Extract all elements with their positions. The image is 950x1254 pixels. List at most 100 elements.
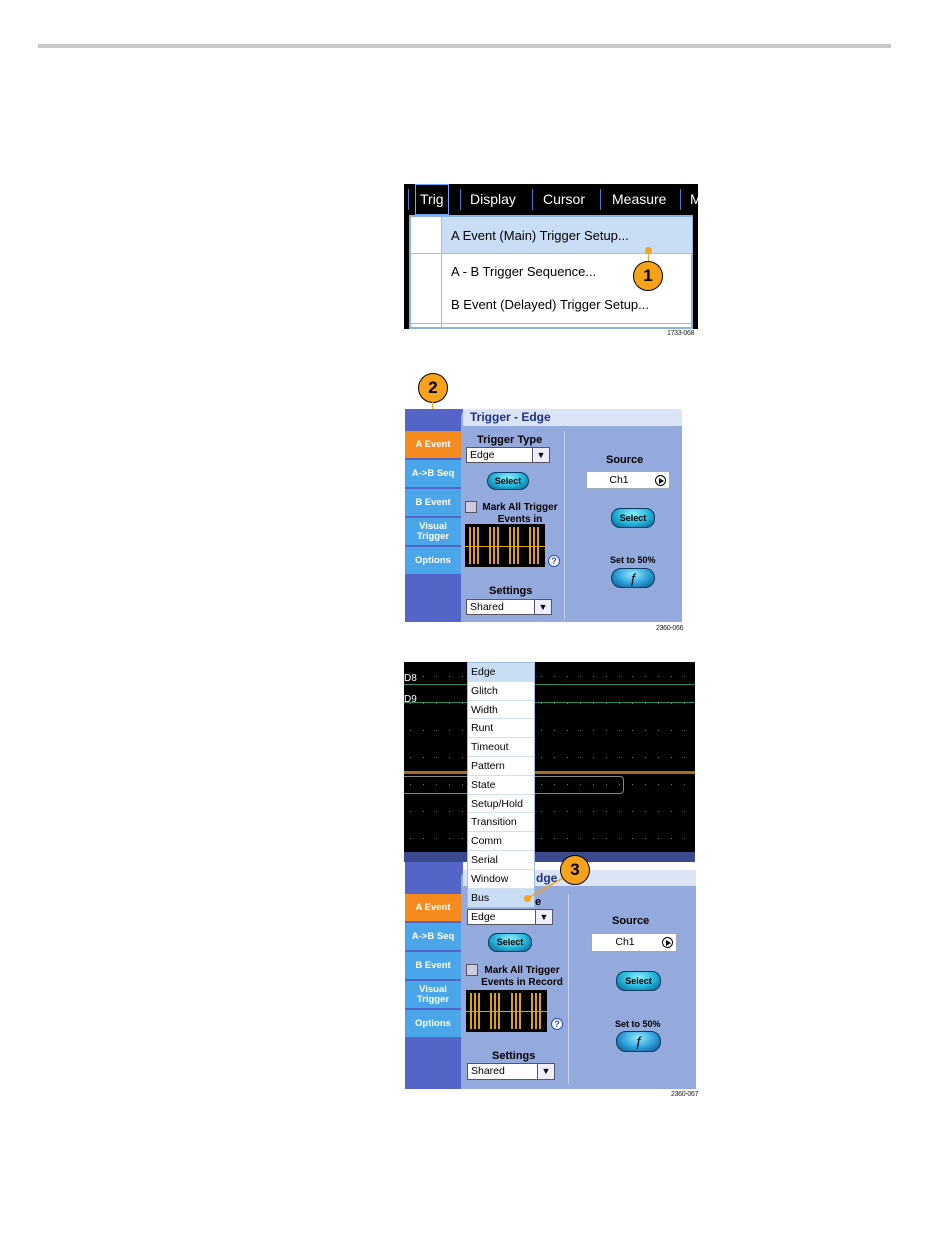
set-to-50-button[interactable]: ƒ	[616, 1031, 661, 1052]
grid-dot	[541, 730, 542, 731]
tab-options[interactable]: Options	[405, 547, 461, 574]
grid-dot	[580, 784, 581, 785]
option-width[interactable]: Width	[468, 701, 534, 720]
grid-dot	[541, 838, 542, 839]
grid-dot	[593, 838, 594, 839]
tab-visual-trigger[interactable]: Visual Trigger	[405, 981, 461, 1008]
menu-m[interactable]: M	[690, 184, 698, 215]
settings-combo[interactable]: Shared▼	[466, 599, 552, 615]
wave-pulse	[469, 527, 471, 564]
grid-dot	[580, 730, 581, 731]
tab-label: A->B Seq	[411, 930, 455, 942]
grid-dot	[684, 703, 685, 704]
trigger-type-select-button[interactable]: Select	[487, 472, 529, 490]
grid-dot	[671, 703, 672, 704]
wave-pulse	[489, 527, 491, 564]
tab-a-event[interactable]: A Event	[405, 894, 461, 921]
panel-divider	[564, 431, 565, 619]
grid-dot	[658, 730, 659, 731]
help-icon[interactable]: ?	[551, 1018, 563, 1030]
title-fragment: dge	[536, 871, 558, 885]
mark-all-label: Mark All Trigger Events in Record	[481, 965, 563, 988]
grid-dot	[423, 757, 424, 758]
menu-item-ab-sequence[interactable]: A - B Trigger Sequence...	[451, 264, 597, 279]
grid-dot	[449, 784, 450, 785]
tab-b-event[interactable]: B Event	[405, 952, 461, 979]
grid-dot	[449, 703, 450, 704]
menu-item-b-event-setup[interactable]: B Event (Delayed) Trigger Setup...	[451, 297, 649, 312]
grid-dot	[554, 757, 555, 758]
dropdown-gutter	[411, 217, 442, 327]
waveform-thumbnail	[465, 524, 545, 567]
grid-dot	[541, 676, 542, 677]
menu-cursor[interactable]: Cursor	[543, 184, 585, 215]
help-icon[interactable]: ?	[548, 555, 560, 567]
grid-dot	[606, 703, 607, 704]
settings-combo[interactable]: Shared▼	[467, 1063, 555, 1080]
grid-dot	[410, 811, 411, 812]
option-serial[interactable]: Serial	[468, 851, 534, 870]
tab-label: B Event	[415, 959, 451, 971]
grid-dot	[462, 784, 463, 785]
option-setup-hold[interactable]: Setup/Hold	[468, 795, 534, 814]
trigger-type-combo[interactable]: Edge▼	[467, 909, 553, 925]
tab-ab-seq[interactable]: A->B Seq	[405, 460, 461, 487]
grid-dot	[580, 838, 581, 839]
panel-divider	[568, 894, 569, 1084]
option-timeout[interactable]: Timeout	[468, 738, 534, 757]
grid-dot	[593, 811, 594, 812]
source-field[interactable]: Ch1	[591, 933, 677, 952]
source-select-button[interactable]: Select	[611, 508, 655, 528]
trigger-type-select-button[interactable]: Select	[488, 933, 532, 952]
grid-dot	[606, 757, 607, 758]
trigger-edge-panel: A Event A->B Seq B Event Visual Trigger …	[405, 409, 682, 622]
tab-b-event[interactable]: B Event	[405, 489, 461, 516]
tab-ab-seq[interactable]: A->B Seq	[405, 923, 461, 950]
source-label: Source	[606, 454, 644, 466]
mark-all-checkbox[interactable]	[465, 501, 477, 513]
menu-display[interactable]: Display	[470, 184, 516, 215]
tab-options[interactable]: Options	[405, 1010, 461, 1037]
option-state[interactable]: State	[468, 776, 534, 795]
mark-all-checkbox[interactable]	[466, 964, 478, 976]
wave-pulse	[497, 527, 499, 564]
source-field[interactable]: Ch1	[586, 471, 670, 489]
tab-label: Options	[415, 554, 451, 566]
grid-dot	[449, 676, 450, 677]
set-to-50-button[interactable]: ƒ	[611, 568, 655, 588]
settings-label: Settings	[489, 585, 533, 597]
option-transition[interactable]: Transition	[468, 813, 534, 833]
source-select-button[interactable]: Select	[616, 971, 661, 991]
tab-a-event[interactable]: A Event	[405, 431, 461, 458]
menu-measure[interactable]: Measure	[612, 184, 666, 215]
grid-dot	[436, 757, 437, 758]
grid-dot	[541, 757, 542, 758]
option-bus[interactable]: Bus	[468, 888, 534, 908]
option-runt[interactable]: Runt	[468, 719, 534, 739]
option-pattern[interactable]: Pattern	[468, 757, 534, 776]
grid-dot	[658, 784, 659, 785]
tab-visual-trigger[interactable]: Visual Trigger	[405, 518, 461, 545]
grid-dot	[593, 703, 594, 704]
combo-value: Edge	[471, 911, 496, 923]
grid-dot	[658, 676, 659, 677]
grid-dot	[619, 811, 620, 812]
wave-pulse	[477, 527, 479, 564]
chevron-down-icon: ▼	[532, 448, 549, 462]
option-edge[interactable]: Edge	[468, 663, 534, 682]
menu-trig[interactable]: Trig	[415, 184, 449, 215]
grid-dot	[423, 838, 424, 839]
grid-dot	[423, 730, 424, 731]
grid-dot	[462, 838, 463, 839]
option-comm[interactable]: Comm	[468, 832, 534, 851]
channel-d8-label: D8	[404, 673, 417, 684]
trigger-type-combo[interactable]: Edge▼	[466, 447, 550, 463]
grid-dot	[619, 784, 620, 785]
menu-item-a-event-setup[interactable]: A Event (Main) Trigger Setup...	[451, 228, 629, 243]
grid-dot	[645, 730, 646, 731]
grid-dot	[567, 757, 568, 758]
option-glitch[interactable]: Glitch	[468, 682, 534, 701]
edge-icon: ƒ	[629, 570, 637, 586]
option-window[interactable]: Window	[468, 870, 534, 889]
grid-dot	[567, 730, 568, 731]
